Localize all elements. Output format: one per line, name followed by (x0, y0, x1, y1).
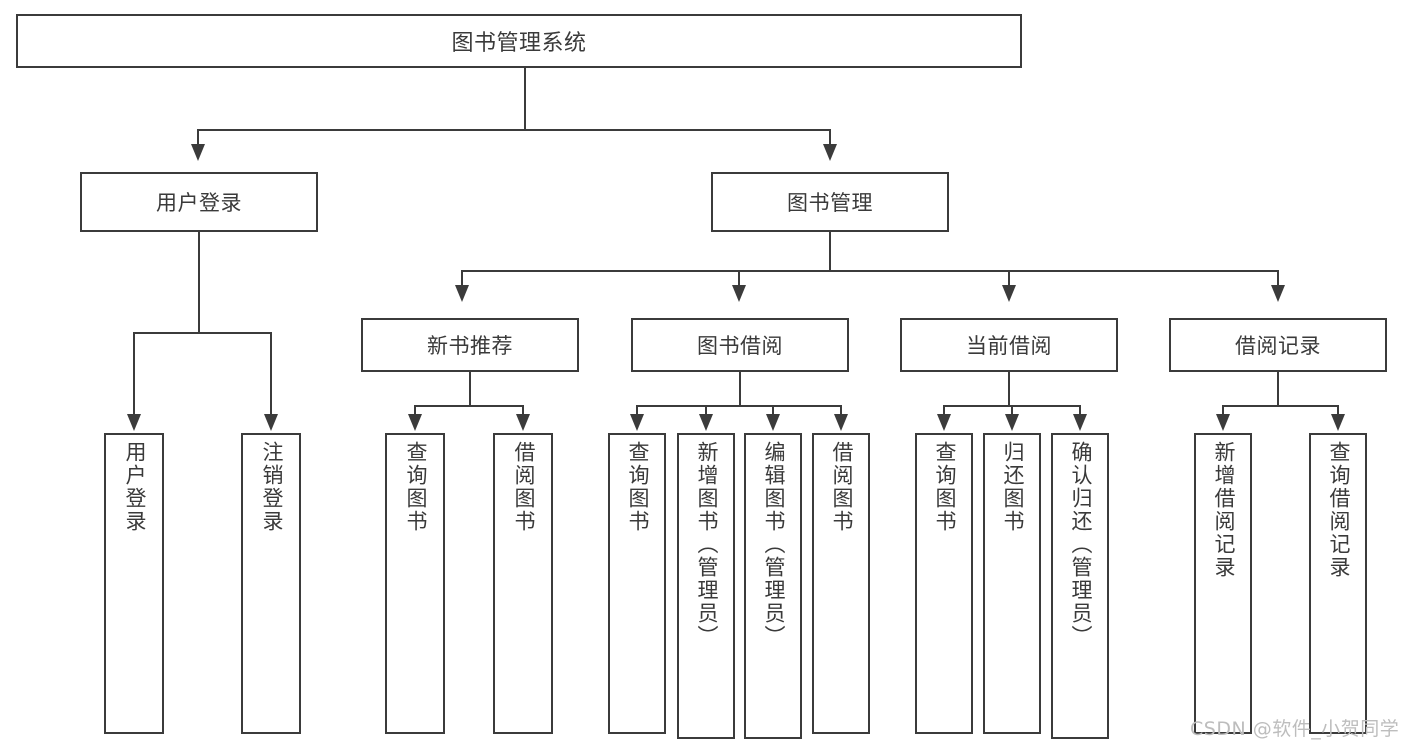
arrow-to-leaf-return-book (1005, 414, 1019, 431)
leaf-label: 归还图书 (1000, 441, 1025, 533)
edge-user-login-bus (133, 332, 272, 334)
arrow-to-borrow-record (1271, 285, 1285, 302)
edge-root-stem (524, 68, 526, 130)
node-label: 图书借阅 (697, 334, 783, 358)
arrow-to-leaf-borrow-book-recommend (516, 414, 530, 431)
edge-borrow-drop-2 (705, 405, 707, 415)
arrow-to-leaf-borrow-book (834, 414, 848, 431)
leaf-query-borrow-record[interactable]: 查询借阅记录 (1309, 433, 1367, 734)
edge-borrow-drop-3 (772, 405, 774, 415)
leaf-query-book-recommend[interactable]: 查询图书 (385, 433, 445, 734)
leaf-label: 查询图书 (932, 441, 957, 533)
edge-book-mgmt-stem (829, 232, 831, 271)
leaf-return-book[interactable]: 归还图书 (983, 433, 1041, 734)
edge-borrow-drop-1 (636, 405, 638, 415)
leaf-label: 确认归还（管理员） (1068, 441, 1093, 648)
arrow-to-leaf-query-book-recommend (408, 414, 422, 431)
leaf-edit-book[interactable]: 编辑图书（管理员） (744, 433, 802, 739)
arrow-to-user-login (191, 144, 205, 161)
leaf-label: 注销登录 (259, 441, 284, 533)
leaf-user-login[interactable]: 用户登录 (104, 433, 164, 734)
leaf-query-book-borrow[interactable]: 查询图书 (608, 433, 666, 734)
leaf-add-borrow-record[interactable]: 新增借阅记录 (1194, 433, 1252, 734)
arrow-to-leaf-logout (264, 414, 278, 431)
arrow-to-current-borrow (1002, 285, 1016, 302)
arrow-to-leaf-confirm-return (1073, 414, 1087, 431)
edge-root-bus (197, 129, 831, 131)
arrow-to-leaf-edit-book (766, 414, 780, 431)
arrow-to-leaf-user-login (127, 414, 141, 431)
leaf-confirm-return[interactable]: 确认归还（管理员） (1051, 433, 1109, 739)
edge-book-mgmt-drop-3 (1008, 270, 1010, 286)
leaf-label: 借阅图书 (829, 441, 854, 533)
node-label: 当前借阅 (966, 334, 1052, 358)
edge-current-drop-1 (943, 405, 945, 415)
edge-book-mgmt-bus (461, 270, 1279, 272)
leaf-query-book-current[interactable]: 查询图书 (915, 433, 973, 734)
edge-user-login-drop-1 (133, 332, 135, 415)
node-borrow-record[interactable]: 借阅记录 (1169, 318, 1387, 372)
leaf-label: 新增图书（管理员） (694, 441, 719, 648)
node-label: 用户登录 (156, 191, 242, 215)
node-label: 图书管理系统 (451, 31, 587, 56)
arrow-to-leaf-query-record (1331, 414, 1345, 431)
arrow-to-leaf-query-book-current (937, 414, 951, 431)
edge-current-stem (1008, 372, 1010, 406)
leaf-label: 查询图书 (403, 441, 428, 533)
edge-recommend-stem (469, 372, 471, 406)
edge-user-login-stem (198, 232, 200, 333)
edge-current-drop-2 (1011, 405, 1013, 415)
leaf-label: 新增借阅记录 (1211, 441, 1236, 579)
node-user-login[interactable]: 用户登录 (80, 172, 318, 232)
edge-recommend-bus (414, 405, 524, 407)
edge-record-stem (1277, 372, 1279, 406)
edge-user-login-drop-2 (270, 332, 272, 415)
edge-borrow-bus (636, 405, 842, 407)
leaf-label: 用户登录 (122, 441, 147, 533)
edge-book-mgmt-drop-4 (1277, 270, 1279, 286)
arrow-to-new-book-recommend (455, 285, 469, 302)
leaf-borrow-book-recommend[interactable]: 借阅图书 (493, 433, 553, 734)
edge-root-drop-right (829, 129, 831, 145)
csdn-watermark: CSDN @软件_小贺同学 (1190, 718, 1400, 740)
arrow-to-leaf-add-record (1216, 414, 1230, 431)
edge-borrow-drop-4 (840, 405, 842, 415)
edge-recommend-drop-1 (414, 405, 416, 415)
node-root-library-system[interactable]: 图书管理系统 (16, 14, 1022, 68)
edge-recommend-drop-2 (522, 405, 524, 415)
node-label: 新书推荐 (427, 334, 513, 358)
edge-book-mgmt-drop-2 (738, 270, 740, 286)
arrow-to-leaf-add-book (699, 414, 713, 431)
edge-current-drop-3 (1079, 405, 1081, 415)
node-book-borrow[interactable]: 图书借阅 (631, 318, 849, 372)
edge-borrow-stem (739, 372, 741, 406)
leaf-label: 查询借阅记录 (1326, 441, 1351, 579)
leaf-label: 查询图书 (625, 441, 650, 533)
leaf-add-book[interactable]: 新增图书（管理员） (677, 433, 735, 739)
node-current-borrow[interactable]: 当前借阅 (900, 318, 1118, 372)
arrow-to-leaf-query-book-borrow (630, 414, 644, 431)
leaf-label: 编辑图书（管理员） (761, 441, 786, 648)
node-label: 图书管理 (787, 191, 873, 215)
edge-book-mgmt-drop-1 (461, 270, 463, 286)
edge-record-drop-2 (1337, 405, 1339, 415)
leaf-borrow-book[interactable]: 借阅图书 (812, 433, 870, 734)
node-new-book-recommend[interactable]: 新书推荐 (361, 318, 579, 372)
edge-record-drop-1 (1222, 405, 1224, 415)
edge-root-drop-left (197, 129, 199, 145)
node-book-management[interactable]: 图书管理 (711, 172, 949, 232)
arrow-to-book-management (823, 144, 837, 161)
edge-record-bus (1222, 405, 1339, 407)
leaf-label: 借阅图书 (511, 441, 536, 533)
node-label: 借阅记录 (1235, 334, 1321, 358)
leaf-logout[interactable]: 注销登录 (241, 433, 301, 734)
arrow-to-book-borrow (732, 285, 746, 302)
